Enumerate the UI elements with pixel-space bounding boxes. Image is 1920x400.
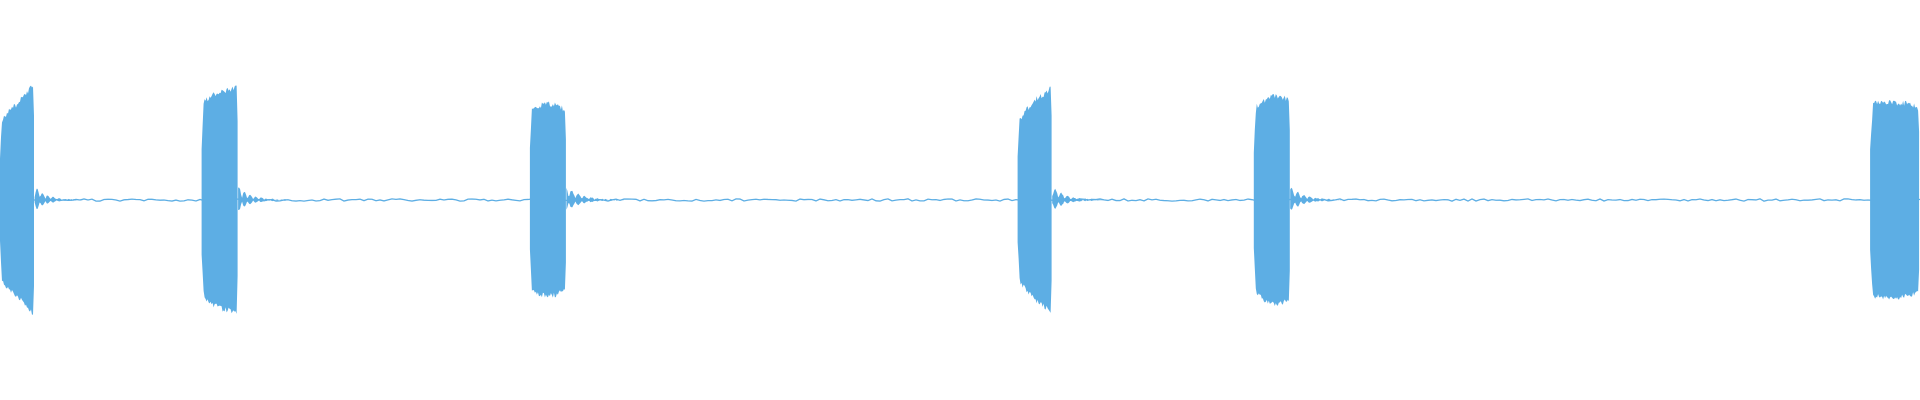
waveform-burst bbox=[1870, 100, 1920, 300]
waveform-burst bbox=[0, 85, 34, 315]
waveform-tail bbox=[566, 187, 624, 210]
waveform-tail bbox=[1052, 188, 1106, 209]
waveform-burst bbox=[1253, 94, 1290, 306]
waveform-burst bbox=[201, 85, 238, 314]
baseline-signal bbox=[0, 198, 1920, 202]
waveform-burst bbox=[1017, 86, 1052, 313]
waveform-tail bbox=[34, 188, 83, 209]
waveform-layer bbox=[0, 85, 1920, 315]
waveform-burst bbox=[529, 101, 566, 298]
waveform-tail bbox=[238, 187, 288, 210]
waveform-tail bbox=[1290, 187, 1346, 210]
